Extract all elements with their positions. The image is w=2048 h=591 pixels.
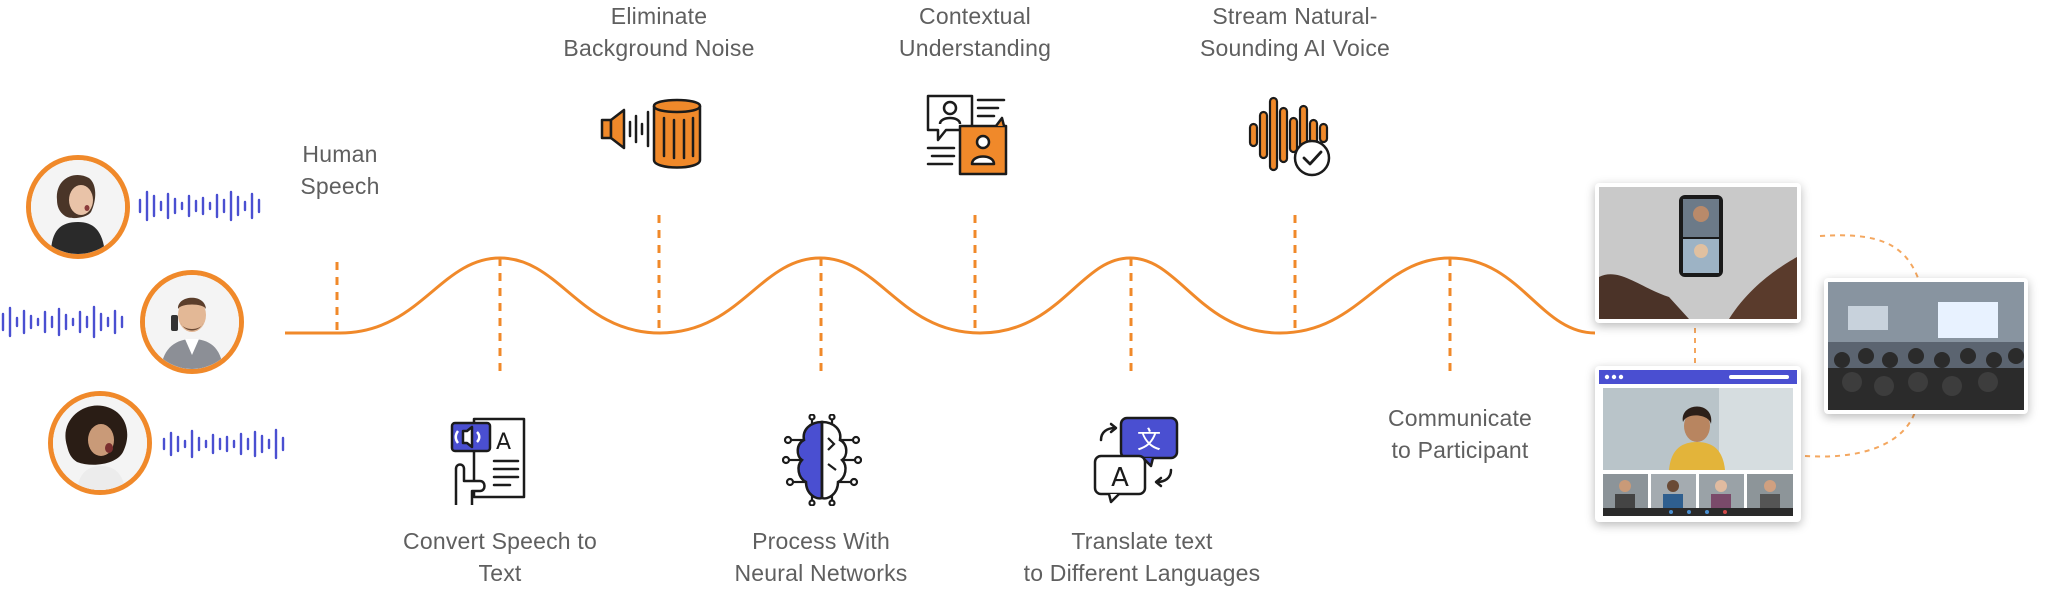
output-video-meeting-window bbox=[1595, 366, 1801, 522]
label-human-speech-line2: Speech bbox=[300, 173, 380, 199]
label-communicate-line2: to Participant bbox=[1391, 437, 1529, 463]
label-translate-line2: to Different Languages bbox=[1023, 560, 1261, 586]
translate-source-glyph: A bbox=[1111, 463, 1129, 493]
label-communicate: Communicate to Participant bbox=[1340, 402, 1580, 466]
label-noise: Eliminate Background Noise bbox=[539, 0, 779, 64]
label-noise-line2: Background Noise bbox=[563, 35, 755, 61]
label-convert-line2: Text bbox=[478, 560, 522, 586]
man-on-phone-image bbox=[145, 275, 239, 369]
speaker-avatar-woman-shouting bbox=[48, 391, 152, 495]
label-human-speech-line1: Human bbox=[302, 141, 378, 167]
window-title-bar bbox=[1599, 370, 1797, 384]
output-phone-video-call bbox=[1595, 183, 1801, 323]
label-communicate-line1: Communicate bbox=[1387, 405, 1533, 431]
neural-brain-icon bbox=[782, 414, 862, 506]
label-stream-line2: Sounding AI Voice bbox=[1199, 35, 1391, 61]
noise-cancel-speaker-icon bbox=[600, 98, 702, 169]
label-neural-line2: Neural Networks bbox=[734, 560, 908, 586]
video-meeting-window-image bbox=[1599, 370, 1797, 518]
label-contextual: Contextual Understanding bbox=[855, 0, 1095, 64]
label-human-speech: Human Speech bbox=[285, 138, 395, 202]
conference-audience-image bbox=[1828, 282, 2024, 410]
label-convert-line1: Convert Speech to bbox=[403, 528, 597, 554]
label-noise-line1: Eliminate bbox=[610, 3, 708, 29]
translate-icon: 文 A bbox=[1093, 416, 1179, 504]
label-neural: Process With Neural Networks bbox=[701, 525, 941, 589]
label-stream: Stream Natural- Sounding AI Voice bbox=[1165, 0, 1425, 64]
voice-wave-3 bbox=[162, 428, 285, 460]
connector-top bbox=[1819, 234, 1919, 279]
translate-target-glyph: 文 bbox=[1137, 426, 1161, 454]
pipeline-wave bbox=[285, 256, 1596, 335]
ai-voice-wave-icon bbox=[1248, 96, 1331, 177]
speaker-avatar-man-on-phone bbox=[140, 270, 244, 374]
output-conference-audience bbox=[1824, 278, 2028, 414]
chat-users-icon bbox=[926, 94, 1008, 176]
voice-wave-2 bbox=[1, 305, 124, 339]
woman-speaking-image bbox=[31, 160, 125, 254]
label-translate-line1: Translate text bbox=[1071, 528, 1213, 554]
label-translate: Translate text to Different Languages bbox=[992, 525, 1292, 589]
speech-to-text-icon: A bbox=[450, 417, 526, 505]
label-neural-line1: Process With bbox=[752, 528, 890, 554]
label-convert: Convert Speech to Text bbox=[380, 525, 620, 589]
output-connectors bbox=[1694, 234, 1919, 458]
label-contextual-line1: Contextual bbox=[919, 3, 1031, 29]
label-stream-line1: Stream Natural- bbox=[1212, 3, 1378, 29]
connector-bottom bbox=[1804, 411, 1916, 458]
step-markers bbox=[335, 215, 1452, 375]
phone-video-call-image bbox=[1599, 187, 1797, 319]
label-contextual-line2: Understanding bbox=[898, 35, 1052, 61]
voice-wave-1 bbox=[138, 190, 261, 222]
speaker-avatar-woman-speaking bbox=[26, 155, 130, 259]
woman-shouting-image bbox=[53, 396, 147, 490]
text-glyph: A bbox=[496, 430, 511, 455]
